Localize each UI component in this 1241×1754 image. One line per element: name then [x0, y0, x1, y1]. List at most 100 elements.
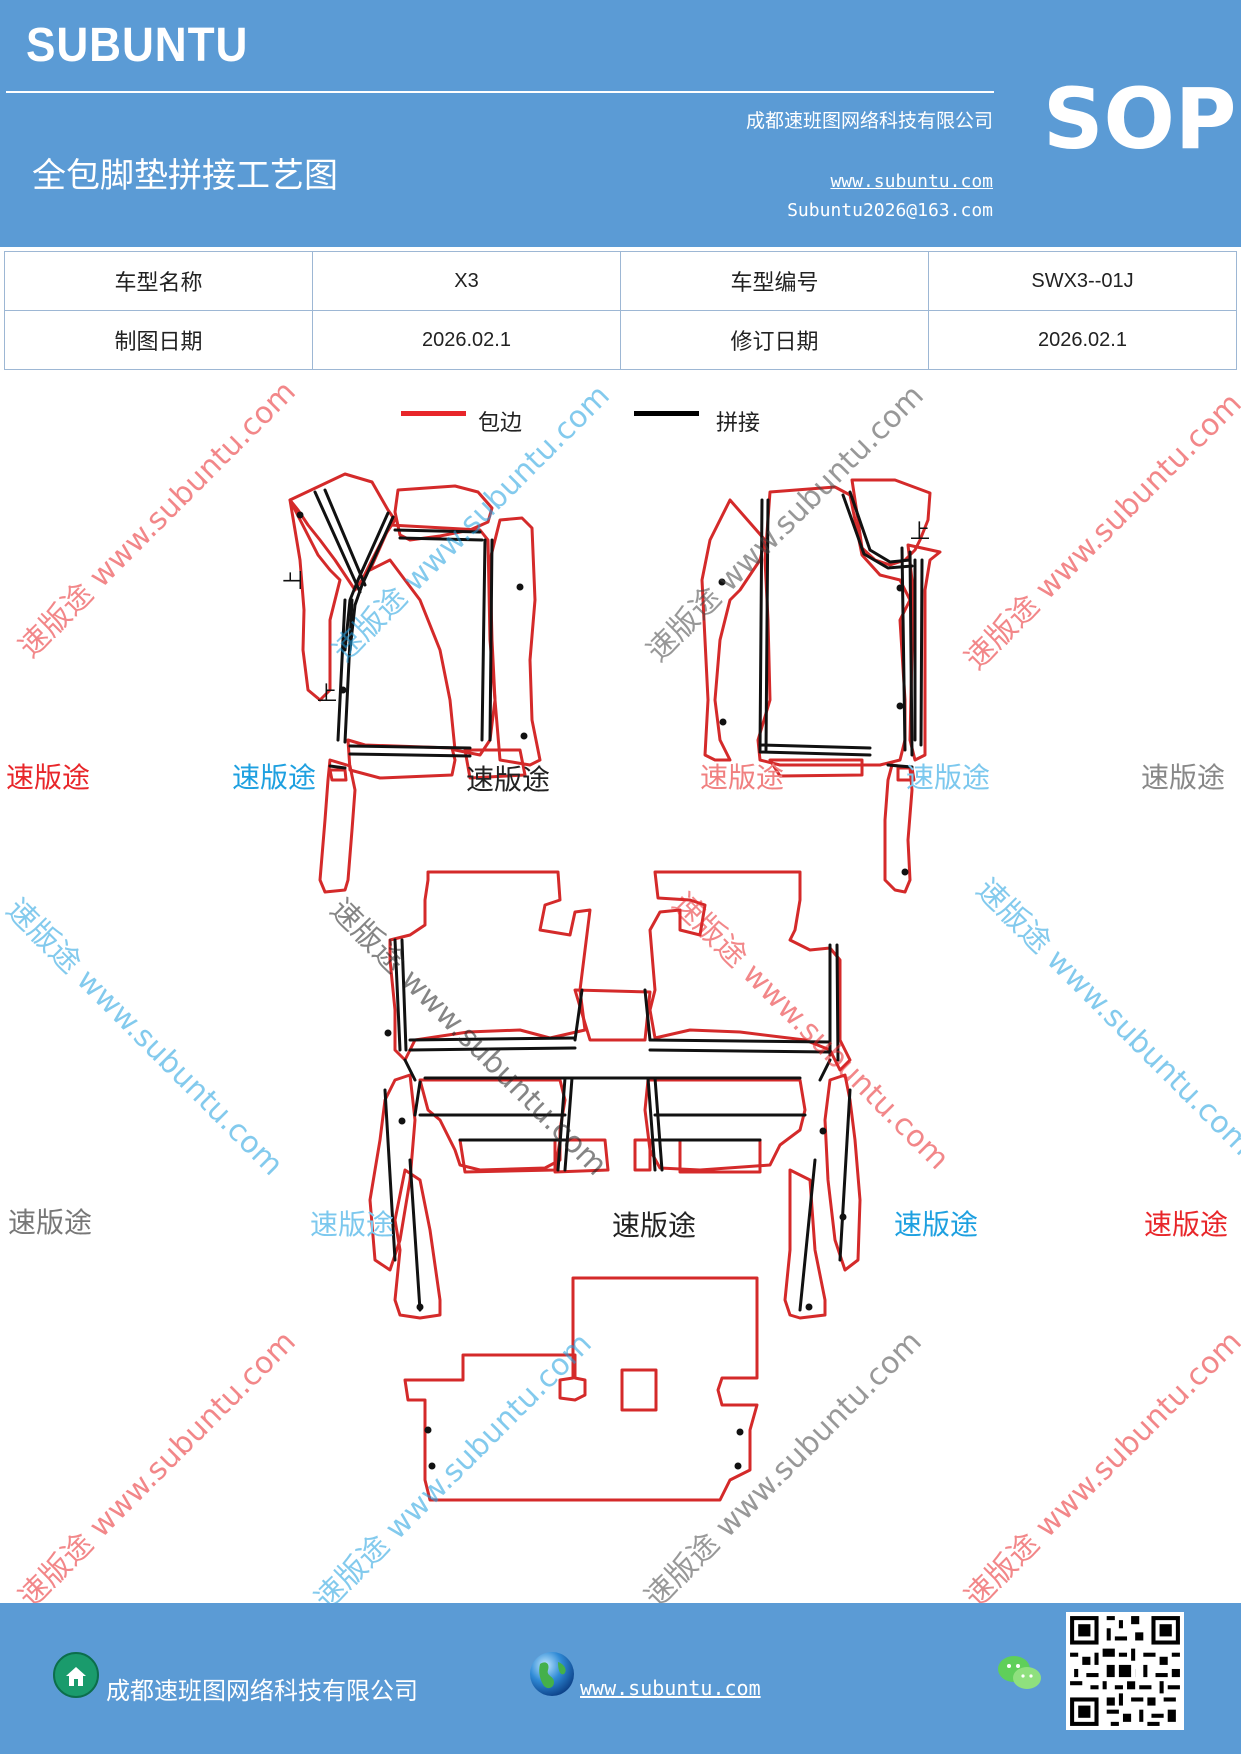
splice-line: [886, 763, 914, 769]
splice-line: [383, 1088, 397, 1262]
watermark-text: 速版途: [466, 763, 551, 796]
mounting-hole: [428, 1462, 436, 1470]
mounting-hole: [516, 583, 524, 591]
mat-outline: [768, 758, 864, 778]
mat-outline: [288, 472, 397, 592]
splice-line: [413, 1080, 422, 1117]
splice-line: [393, 938, 402, 1052]
mounting-hole: [718, 578, 726, 586]
table-cell: 车型编号: [620, 251, 929, 311]
mat-outline: [700, 498, 767, 762]
info-table: 车型名称 X3 车型编号 SWX3--01J 制图日期 2026.02.1 修订…: [4, 251, 1237, 370]
table-cell: 制图日期: [4, 310, 313, 370]
splice-line: [480, 538, 487, 742]
mat-outline: [403, 1276, 759, 1502]
mat-outline: [288, 498, 342, 702]
legend-label-binding: 包边: [478, 411, 523, 436]
splice-line: [336, 598, 347, 742]
splice-line: [323, 488, 367, 587]
mat-outline: [553, 1138, 610, 1174]
watermark-text: 速版途: [612, 1209, 697, 1242]
splice-line: [648, 1038, 832, 1044]
watermark-text: 速版途: [310, 1208, 395, 1241]
mat-outline: [573, 988, 652, 1042]
splice-line: [841, 493, 914, 570]
rear-splice: [383, 938, 852, 1312]
splice-line: [408, 1158, 422, 1312]
splice-line: [646, 1076, 657, 1172]
table-cell: 2026.02.1: [312, 310, 621, 370]
header-band: [0, 0, 1241, 247]
mounting-hole: [805, 1303, 813, 1311]
orientation-marker: 上: [281, 570, 305, 590]
splice-line: [313, 490, 362, 594]
front-left-mat: [288, 472, 542, 894]
splice-line: [838, 1088, 852, 1262]
mat-outline: [633, 1138, 652, 1172]
brand-logo: SUBUNTU: [26, 19, 249, 72]
table-cell: 车型名称: [4, 251, 313, 311]
table-row: 制图日期 2026.02.1 修订日期 2026.02.1: [4, 310, 1237, 370]
mounting-hole: [839, 1213, 847, 1221]
table-cell: 修订日期: [620, 310, 929, 370]
splice-line: [798, 1158, 817, 1312]
header-company: 成都速班图网络科技有限公司: [745, 110, 993, 132]
footer-company: 成都速班图网络科技有限公司: [106, 1677, 418, 1705]
splice-line: [848, 490, 912, 564]
splice-line: [328, 764, 347, 770]
mat-outline: [783, 1168, 827, 1320]
watermark-text: 速版途: [906, 761, 991, 794]
wechat-icon[interactable]: [996, 1652, 1044, 1694]
document-title: 全包脚垫拼接工艺图: [32, 156, 338, 196]
legend-swatch-red: [401, 411, 466, 416]
splice-line: [919, 558, 924, 747]
splice-line: [764, 498, 770, 752]
header-email: Subuntu2026@163.com: [787, 200, 993, 221]
house-icon: [53, 1652, 99, 1698]
mat-outline: [488, 516, 542, 767]
mounting-hole: [424, 1426, 432, 1434]
mounting-hole: [296, 511, 304, 519]
mat-outline: [883, 763, 914, 894]
watermark-text: 速版途: [8, 1206, 93, 1239]
mounting-holes: [296, 511, 909, 1470]
header-divider: [6, 91, 994, 93]
trunk-mat: [403, 1276, 759, 1502]
splice-line: [400, 938, 408, 1052]
front-right-splice: [758, 490, 924, 769]
mounting-hole: [416, 1303, 424, 1311]
mounting-hole: [901, 868, 909, 876]
splice-line: [556, 1076, 567, 1172]
splice-line: [348, 744, 472, 750]
splice-line: [835, 943, 840, 1062]
header-website-link[interactable]: www.subuntu.com: [830, 171, 993, 192]
mat-outline: [643, 1078, 807, 1172]
qr-code: [1066, 1612, 1184, 1730]
table-cell: X3: [312, 251, 621, 311]
mounting-hole: [719, 718, 727, 726]
splice-line: [393, 528, 482, 534]
splice-line: [343, 598, 354, 744]
mat-outline: [463, 748, 527, 780]
mounting-hole: [339, 686, 347, 694]
watermark-text: 速版途: [1144, 1208, 1229, 1241]
sop-label: SOP: [1043, 70, 1237, 168]
watermark-text: 速版途: [6, 761, 91, 794]
splice-line: [818, 1058, 832, 1082]
mounting-hole: [896, 702, 904, 710]
splice-line: [758, 743, 872, 750]
mounting-hole: [736, 1428, 744, 1436]
mat-outline: [328, 768, 348, 782]
mounting-hole: [896, 584, 904, 592]
mounting-hole: [520, 732, 528, 740]
splice-line: [908, 550, 914, 757]
mounting-hole: [819, 1127, 827, 1135]
mounting-hole: [384, 1029, 392, 1037]
legend-swatch-black: [634, 411, 699, 416]
mat-outline: [620, 1368, 658, 1412]
splice-line: [398, 536, 484, 542]
splice-line: [488, 538, 494, 742]
splice-line: [343, 511, 390, 652]
footer-website-link[interactable]: www.subuntu.com: [580, 1676, 761, 1700]
